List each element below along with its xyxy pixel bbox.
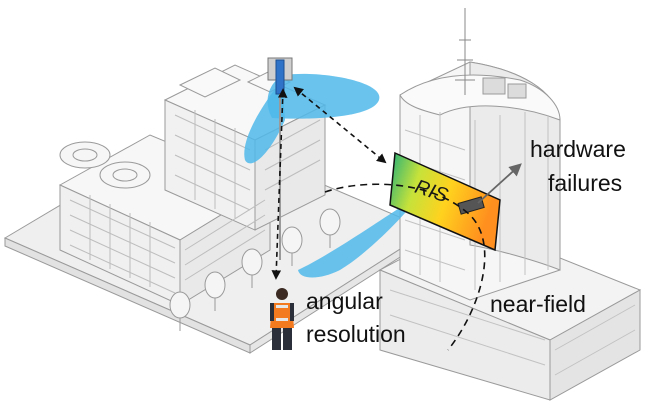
worker-figure-icon <box>270 288 294 350</box>
bs-ris-link <box>293 86 387 164</box>
failures-label: failures <box>548 170 622 196</box>
ris-beam-to-user <box>298 200 412 278</box>
tree-icon <box>204 271 226 311</box>
angular-label: angular <box>306 288 383 314</box>
tree-icon <box>169 291 191 331</box>
near-field-label: near-field <box>490 291 586 317</box>
tree-icon <box>319 208 341 248</box>
ris-panel: RIS <box>389 151 501 252</box>
bs-user-link <box>271 88 288 280</box>
hardware-failure-pointer <box>477 163 522 204</box>
hardware-label: hardware <box>530 136 626 162</box>
arrows <box>271 86 486 351</box>
near-field-arc <box>324 183 486 351</box>
tree-icon <box>241 248 263 288</box>
resolution-label: resolution <box>306 321 406 347</box>
